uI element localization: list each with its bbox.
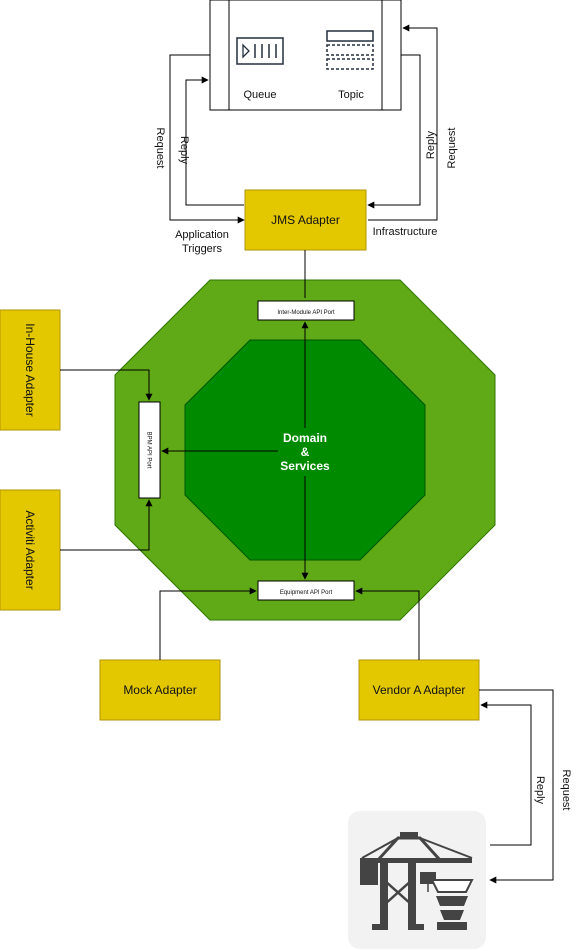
activiti-adapter-label: Activiti Adapter xyxy=(23,510,37,589)
queue-label: Queue xyxy=(243,89,276,101)
bpm-port[interactable] xyxy=(138,401,161,499)
inter-module-port[interactable] xyxy=(257,300,355,321)
broker-box xyxy=(209,0,402,111)
left-request-edge xyxy=(169,54,245,224)
vendor-reply-edge xyxy=(480,701,532,846)
reply-port-label: Reply xyxy=(534,776,546,805)
request-left-label: Request xyxy=(154,128,166,169)
core-connectors xyxy=(161,321,309,580)
request-port-label: Request xyxy=(560,770,572,811)
application-triggers-label-line1: Application xyxy=(175,229,229,241)
inter-module-port-label: Inter-Module API Port xyxy=(277,310,335,316)
message-broker: Queue Topic xyxy=(209,0,402,111)
left-adapter-connectors xyxy=(60,369,153,551)
mock-to-equipment-edge xyxy=(159,587,257,660)
mock-adapter-label: Mock Adapter xyxy=(123,683,196,697)
port-crane-icon xyxy=(348,811,486,949)
vendor-request-edge xyxy=(479,689,554,884)
jms-adapter-label: JMS Adapter xyxy=(271,213,340,227)
request-right-label: Request xyxy=(446,128,458,169)
broker-connectors xyxy=(169,24,438,224)
application-triggers-label-line2: Triggers xyxy=(182,243,222,255)
reply-left-label: Reply xyxy=(178,136,190,165)
right-request-edge xyxy=(368,24,438,221)
reply-right-label: Reply xyxy=(425,130,437,159)
bpm-port-label: BPM API Port xyxy=(146,432,152,469)
queue-icon xyxy=(236,37,284,65)
topic-label: Topic xyxy=(338,89,364,101)
vendor-to-equipment-edge xyxy=(355,587,420,660)
in-house-to-bpm-edge xyxy=(60,369,153,401)
equipment-port-label: Equipment API Port xyxy=(280,590,333,596)
in-house-adapter-box[interactable] xyxy=(0,309,61,431)
ampersand-label: & xyxy=(301,445,310,459)
jms-adapter-box[interactable] xyxy=(244,189,367,251)
left-reply-edge xyxy=(185,76,244,206)
domain-label: Domain xyxy=(283,431,327,445)
activiti-to-bpm-edge xyxy=(60,499,153,551)
vendor-a-adapter-label: Vendor A Adapter xyxy=(373,683,466,697)
equipment-port[interactable] xyxy=(257,580,355,601)
inner-octagon xyxy=(184,339,426,561)
in-house-adapter-label: In-House Adapter xyxy=(23,323,37,416)
right-reply-edge xyxy=(367,54,421,209)
topic-icon xyxy=(326,30,374,70)
bottom-adapter-connectors xyxy=(159,587,554,884)
infrastructure-label: Infrastructure xyxy=(373,226,438,238)
services-label: Services xyxy=(280,459,330,473)
